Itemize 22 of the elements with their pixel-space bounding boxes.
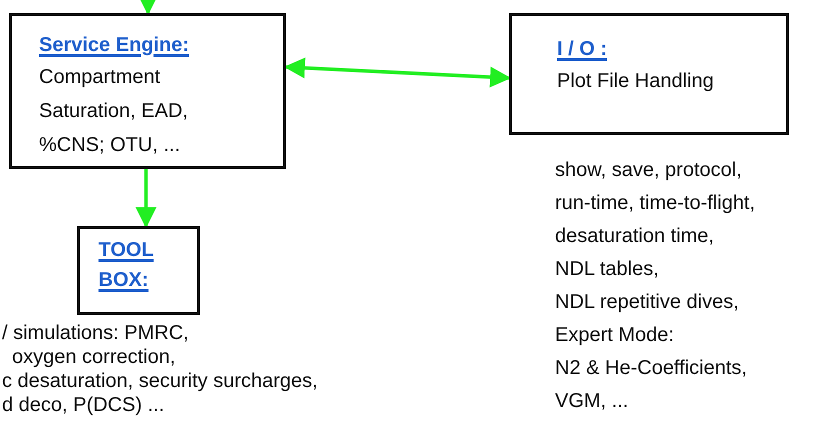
description-text: NDL tables, — [555, 257, 659, 281]
process-box — [509, 13, 789, 135]
description-text: c desaturation, security surcharges, — [2, 369, 318, 393]
description-text: desaturation time, — [555, 224, 714, 248]
description-text: Expert Mode: — [555, 323, 674, 347]
description-text: VGM, ... — [555, 389, 628, 413]
arrow — [138, 0, 158, 16]
box-heading: I / O : — [557, 37, 608, 62]
description-text: show, save, protocol, — [555, 158, 742, 182]
process-box — [9, 13, 286, 169]
description-text: d deco, P(DCS) ... — [2, 393, 164, 417]
box-heading: TOOL BOX: — [98, 238, 155, 293]
arrow — [136, 169, 156, 228]
description-text: oxygen correction, — [12, 345, 176, 369]
description-text: run-time, time-to-flight, — [555, 191, 756, 215]
box-text: Plot File Handling — [557, 69, 715, 94]
process-box — [77, 226, 200, 315]
description-text: N2 & He-Coefficients, — [555, 356, 747, 380]
description-text: NDL repetitive dives, — [555, 290, 739, 314]
box-text: Compartment Saturation, EAD, %CNS; OTU, ... — [39, 65, 189, 158]
description-text: / simulations: PMRC, — [2, 321, 189, 345]
box-heading: Service Engine: — [39, 33, 190, 58]
